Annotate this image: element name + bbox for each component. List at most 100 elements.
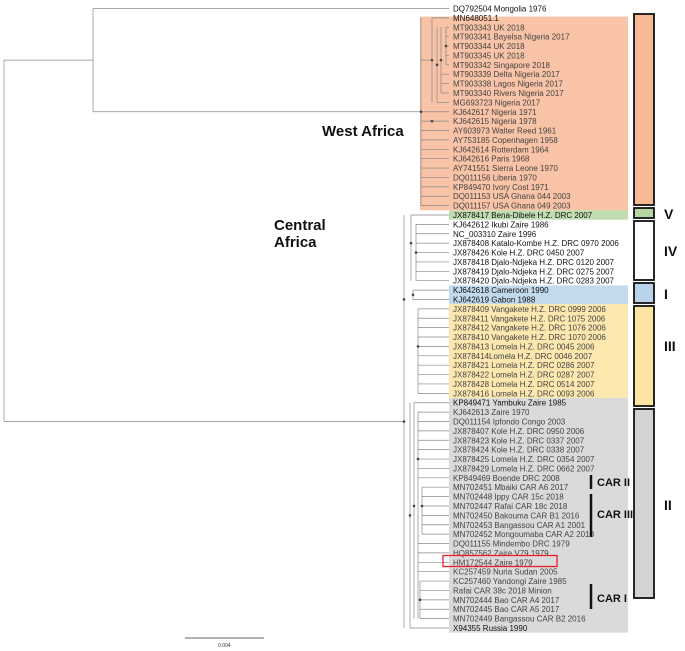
tip-label: KJ642615 Nigeria 1978 <box>453 117 537 126</box>
tip-label: MN702445 Bao CAR A5 2017 <box>453 605 560 614</box>
tip-label: AY741551 Sierra Leone 1970 <box>453 164 558 173</box>
clade-shade-band <box>449 304 628 399</box>
tip-label: NC_003310 Zaire 1996 <box>453 230 537 239</box>
tip-label: MT903342 Singapore 2018 <box>453 61 551 70</box>
support-dot <box>411 293 415 297</box>
tip-label: JX878412 Vangakete H.Z. DRC 1076 2006 <box>453 324 606 333</box>
clade-label-II: II <box>664 497 672 513</box>
tip-label: DQ011155 Mindembo DRC 1979 <box>453 540 570 549</box>
support-dot <box>402 420 406 423</box>
support-dot <box>414 251 418 254</box>
central-africa-label-line1: Central <box>274 217 326 234</box>
tip-label: AY753185 Copenhagen 1958 <box>453 136 558 145</box>
subclade-label-car-ii: CAR II <box>597 477 630 489</box>
tip-label: JX878417 Bena-Dibele H.Z. DRC 2007 <box>453 211 593 220</box>
tip-label: KJ642619 Gabon 1988 <box>453 295 536 304</box>
subclade-label-car-iii: CAR III <box>597 509 633 521</box>
support-dot <box>430 119 434 123</box>
clade-label-III: III <box>664 338 676 354</box>
clade-shade-band <box>420 16 628 211</box>
clade-bar-I <box>633 282 655 304</box>
tip-label: MN702449 Bangassou CAR B2 2016 <box>453 615 586 624</box>
tip-label: HQ857562 Zaire V79 1979 <box>453 549 549 558</box>
tip-label: JX878426 Kole H.Z. DRC 0450 2007 <box>453 249 585 258</box>
tip-label: MT903345 UK 2018 <box>453 51 525 60</box>
tip-label: JX878419 Djalo-Ndjeka H.Z. DRC 0275 2007 <box>453 267 615 276</box>
tip-label: DQ011154 Ipfondo Congo 2003 <box>453 418 566 427</box>
clade-bar-III <box>633 305 655 407</box>
support-markers <box>402 44 448 602</box>
tip-label: DQ011156 Liberia 1970 <box>453 173 537 182</box>
tip-label: JX878425 Lomela H.Z. DRC 0354 2007 <box>453 455 595 464</box>
tip-label: JX878428 Lomela H.Z. DRC 0514 2007 <box>453 380 595 389</box>
clade-bar-II <box>633 408 655 599</box>
tip-label: JX878429 Lomela H.Z. DRC 0662 2007 <box>453 464 595 473</box>
clade-shading <box>420 16 628 633</box>
tip-label: JX878411 Vangakete H.Z. DRC 1075 2006 <box>453 314 606 323</box>
tip-label: MT903343 UK 2018 <box>453 23 525 32</box>
tip-label: KJ642612 Ikubi Zaire 1986 <box>453 220 549 229</box>
tip-label: AY603973 Walter Reed 1961 <box>453 127 557 136</box>
support-dot <box>416 345 420 348</box>
support-dot <box>409 241 413 245</box>
tip-label: JX878421 Lomela H.Z. DRC 0286 2007 <box>453 361 595 370</box>
tip-label: KC257459 Nuria Sudan 2005 <box>453 568 558 577</box>
tip-label: JX878408 Katalo-Kombe H.Z. DRC 0970 2006 <box>453 239 619 248</box>
support-dot <box>412 504 416 508</box>
tip-label: X94355 Russia 1990 <box>453 624 528 633</box>
support-dot <box>419 110 423 114</box>
tip-label: KC257460 Yandongi Zaire 1985 <box>453 577 567 586</box>
clade-bars <box>633 13 655 599</box>
tip-label: MN702447 Rafai CAR 18c 2018 <box>453 502 568 511</box>
tip-label: MN648051.1 <box>453 14 499 23</box>
tip-label: DQ011153 USA Ghana 044 2003 <box>453 192 571 201</box>
tip-label: JX878407 Kole H.Z. DRC 0950 2006 <box>453 427 585 436</box>
tip-label: JX878416 Lomela H.Z. DRC 0093 2006 <box>453 389 595 398</box>
scale-bar-label: 0.004 <box>218 643 231 649</box>
tip-label: MT903344 UK 2018 <box>453 42 525 51</box>
tip-label: HM172544 Zaire 1979 <box>453 558 533 567</box>
tip-label: KJ642616 Paris 1968 <box>453 155 530 164</box>
clade-shade-band <box>449 210 628 220</box>
tip-label: KP849471 Yambuku Zaire 1985 <box>453 399 567 408</box>
west-africa-label: West Africa <box>322 123 404 140</box>
tip-label: MN702453 Bangassou CAR A1 2001 <box>453 521 586 530</box>
support-dot <box>402 298 406 301</box>
clade-shade-band <box>449 285 628 305</box>
tip-label: JX878422 Lomela H.Z. DRC 0287 2007 <box>453 371 595 380</box>
tip-label: KJ642614 Rotterdam 1964 <box>453 145 549 154</box>
clade-bar-west <box>633 13 655 206</box>
support-dot <box>418 598 422 602</box>
tip-label: JX878424 Kole H.Z. DRC 0338 2007 <box>453 446 585 455</box>
clade-label-IV: IV <box>664 243 678 259</box>
support-dot <box>435 63 439 67</box>
tip-label: MG693723 Nigeria 2017 <box>453 98 541 107</box>
tip-label: MT903338 Lagos Nigeria 2017 <box>453 80 563 89</box>
tip-label: MN702452 Mongoumaba CAR A2 2010 <box>453 530 595 539</box>
clade-bar-IV <box>633 220 655 281</box>
support-dot <box>439 58 443 62</box>
tip-label: KJ642613 Zaire 1970 <box>453 408 530 417</box>
tip-label: MT903340 Rivers Nigeria 2017 <box>453 89 564 98</box>
tip-label: KP849469 Boende DRC 2008 <box>453 474 560 483</box>
tip-label: JX878423 Kole H.Z. DRC 0337 2007 <box>453 436 585 445</box>
tip-label: MN702450 Bakouma CAR B1 2016 <box>453 511 580 520</box>
tip-label: MN702444 Bao CAR A4 2017 <box>453 596 560 605</box>
clade-shade-band <box>449 398 628 633</box>
tip-label: JX878418 Djalo-Ndjeka H.Z. DRC 0120 2007 <box>453 258 615 267</box>
tip-label: MN702448 Ippy CAR 15c 2018 <box>453 493 564 502</box>
tip-labels: DQ792504 Mongolia 1976MN648051.1MT903343… <box>453 5 619 634</box>
tip-label: KJ642617 Nigeria 1971 <box>453 108 537 117</box>
central-africa-label-line2: Africa <box>274 234 317 251</box>
clade-label-V: V <box>664 206 674 222</box>
tip-label: JX878414Lomela H.Z. DRC 0046 2007 <box>453 352 593 361</box>
tip-label: Rafai CAR 38c 2018 Minion <box>453 586 552 595</box>
clade-bar-V <box>633 207 655 219</box>
support-dot <box>420 504 424 508</box>
support-dot <box>416 457 420 461</box>
clade-label-I: I <box>664 286 668 302</box>
tip-label: DQ792504 Mongolia 1976 <box>453 5 547 14</box>
tip-label: MT903339 Delta Nigeria 2017 <box>453 70 560 79</box>
subclade-label-car-i: CAR I <box>597 593 627 605</box>
